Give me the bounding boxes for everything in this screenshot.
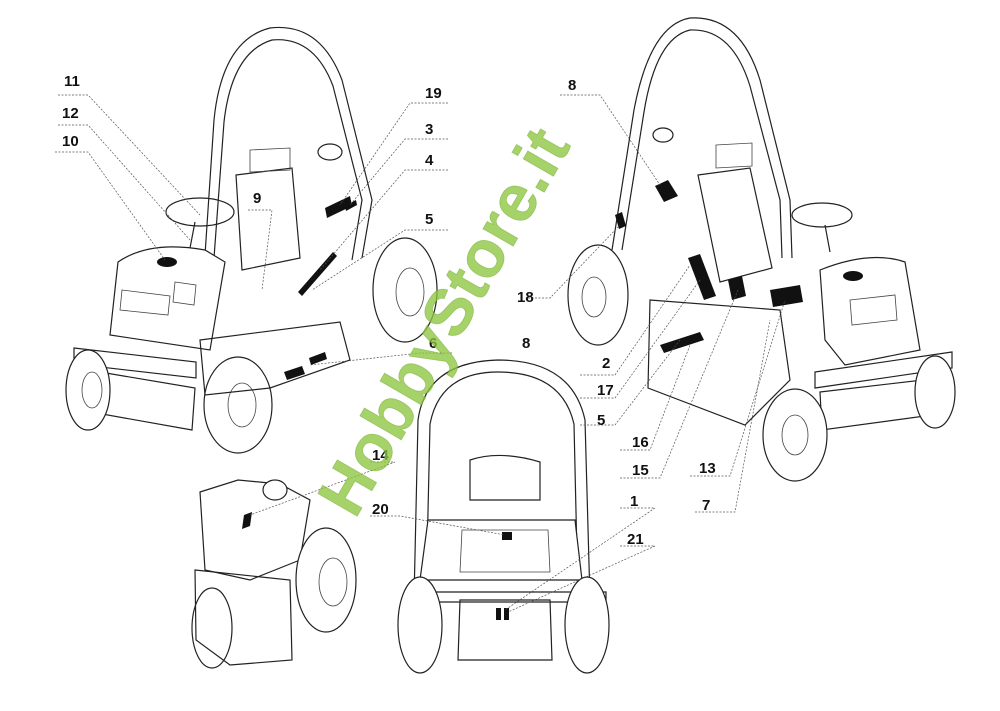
leader-lines bbox=[55, 94, 786, 613]
callout-3: 3 bbox=[425, 121, 433, 138]
decal-1-21a bbox=[496, 608, 501, 620]
decal-1-21b bbox=[504, 608, 509, 620]
decal-14 bbox=[242, 512, 252, 529]
decal-8b bbox=[615, 212, 626, 229]
callout-11: 11 bbox=[64, 73, 80, 90]
callout-17: 17 bbox=[597, 382, 614, 399]
decal-6 bbox=[284, 366, 305, 380]
mower-rear-view bbox=[397, 359, 610, 674]
decal-6b bbox=[309, 352, 327, 365]
decal-15 bbox=[728, 276, 746, 300]
mower-front-left-view bbox=[65, 26, 438, 454]
callout-19: 19 bbox=[425, 85, 442, 102]
decal-10-hood bbox=[157, 257, 177, 267]
callout-21: 21 bbox=[627, 531, 644, 548]
decal-20 bbox=[502, 532, 512, 540]
callout-2: 2 bbox=[602, 355, 610, 372]
callout-16: 16 bbox=[632, 434, 649, 451]
callout-1: 1 bbox=[630, 493, 638, 510]
callout-5b: 5 bbox=[597, 412, 605, 429]
callout-14: 14 bbox=[372, 447, 389, 464]
mower-side-detail-view bbox=[191, 479, 357, 669]
decal-hood-right bbox=[843, 271, 863, 281]
callout-6: 6 bbox=[429, 335, 437, 352]
callout-12: 12 bbox=[62, 105, 79, 122]
decal-19 bbox=[325, 196, 352, 218]
decal-2-17 bbox=[688, 254, 716, 300]
callout-8b: 8 bbox=[522, 335, 530, 352]
decal-4-5 bbox=[298, 252, 337, 296]
callout-5a: 5 bbox=[425, 211, 433, 228]
decal-3 bbox=[345, 200, 357, 211]
watermark-text: HobbyStore.it bbox=[303, 115, 583, 527]
decal-8 bbox=[655, 180, 678, 202]
callout-4: 4 bbox=[425, 152, 434, 169]
callout-10: 10 bbox=[62, 133, 79, 150]
callout-8a: 8 bbox=[568, 77, 576, 94]
callout-9: 9 bbox=[253, 190, 261, 207]
callout-labels: 11 12 10 9 19 3 4 5 6 8 18 8 2 17 5 16 1… bbox=[62, 73, 716, 548]
mower-rear-right-view bbox=[567, 17, 956, 482]
callout-20: 20 bbox=[372, 501, 389, 518]
decal-13 bbox=[770, 285, 803, 307]
decal-16 bbox=[660, 332, 704, 353]
callout-7: 7 bbox=[702, 497, 710, 514]
callout-15: 15 bbox=[632, 462, 649, 479]
callout-18: 18 bbox=[517, 289, 534, 306]
callout-13: 13 bbox=[699, 460, 716, 477]
